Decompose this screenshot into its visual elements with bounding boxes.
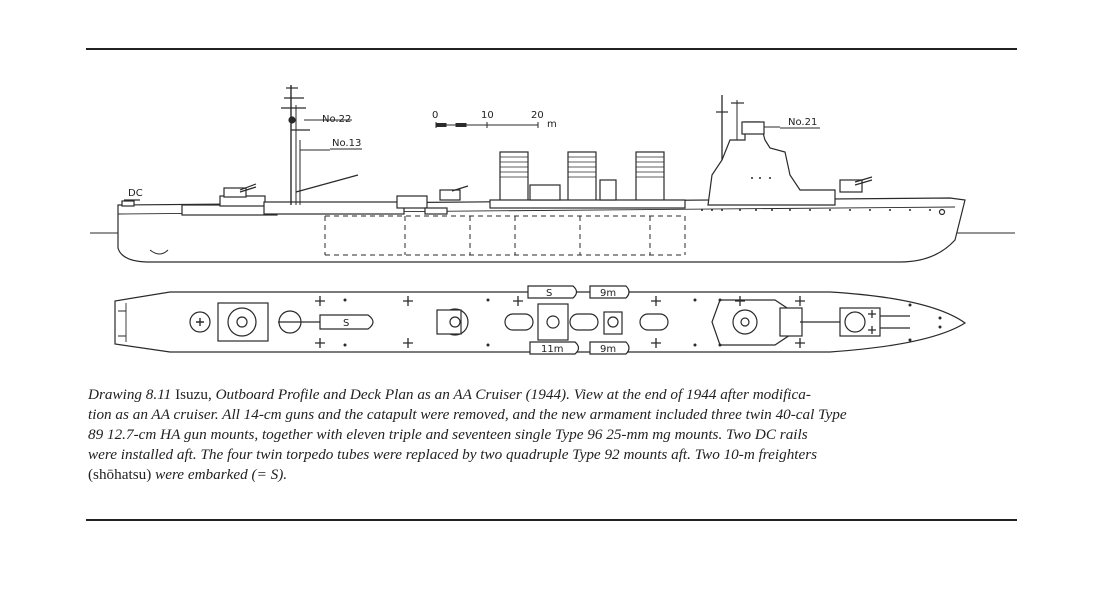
boat-s-plan-1: [319, 314, 374, 330]
derrick: [295, 174, 359, 193]
boat-s-plan-2: [527, 285, 578, 299]
label-boat-11m: 11m: [541, 344, 563, 355]
ship-drawing: No.22 No.13 No.21 DC 0 10 20 m: [90, 85, 1015, 355]
mg-mounts: [315, 296, 876, 348]
funnels-plan: [504, 313, 669, 331]
label-no13: No.13: [332, 138, 361, 149]
caption-line-2: tion as an AA cruiser. All 14-cm guns an…: [88, 406, 847, 423]
scale-label-10: 10: [481, 110, 494, 121]
deck-labels: S S 9m 11m 9m: [343, 288, 616, 355]
portholes: [701, 177, 931, 211]
label-boat-9m-1: 9m: [600, 288, 616, 299]
scale-label-0: 0: [432, 110, 438, 121]
funnels: [499, 151, 665, 208]
scale-unit: m: [547, 119, 557, 130]
caption-text-5: were embarked (= S).: [155, 466, 288, 483]
bridge: [707, 121, 836, 206]
caption-text-1: Outboard Profile and Deck Plan as an AA …: [215, 386, 811, 403]
label-no22: No.22: [322, 114, 351, 125]
caption-shohatsu: (shōhatsu): [88, 466, 152, 483]
label-dc: DC: [128, 188, 143, 199]
aft-ha-gun-profile: [223, 187, 247, 198]
caption-ship-name: Isuzu,: [175, 386, 212, 403]
caption-line-3: 89 12.7-cm HA gun mounts, together with …: [88, 426, 808, 443]
deck-plan: [114, 285, 967, 355]
caption-drawing-number: Drawing 8.11: [88, 386, 172, 403]
label-boat-9m-2: 9m: [600, 344, 616, 355]
outboard-profile: [90, 85, 1015, 263]
top-rule: [86, 48, 1017, 50]
caption-line-4: were installed aft. The four twin torped…: [88, 446, 818, 463]
scale-bar: [435, 122, 539, 128]
label-boat-s2: S: [546, 288, 552, 299]
profile-labels: No.22 No.13 No.21 DC 0 10 20 m: [128, 110, 817, 199]
bottom-rule: [86, 519, 1017, 521]
compartments: [324, 215, 686, 256]
figure-caption: Drawing 8.11 Isuzu, Outboard Profile and…: [88, 385, 1028, 485]
caption-line-1: Drawing 8.11 Isuzu, Outboard Profile and…: [88, 385, 1028, 405]
aft-ha-gun-plan: [227, 307, 257, 337]
label-boat-s1: S: [343, 318, 349, 329]
caption-line-5: (shōhatsu) were embarked (= S).: [88, 465, 1028, 485]
label-no21: No.21: [788, 117, 817, 128]
scale-label-20: 20: [531, 110, 544, 121]
